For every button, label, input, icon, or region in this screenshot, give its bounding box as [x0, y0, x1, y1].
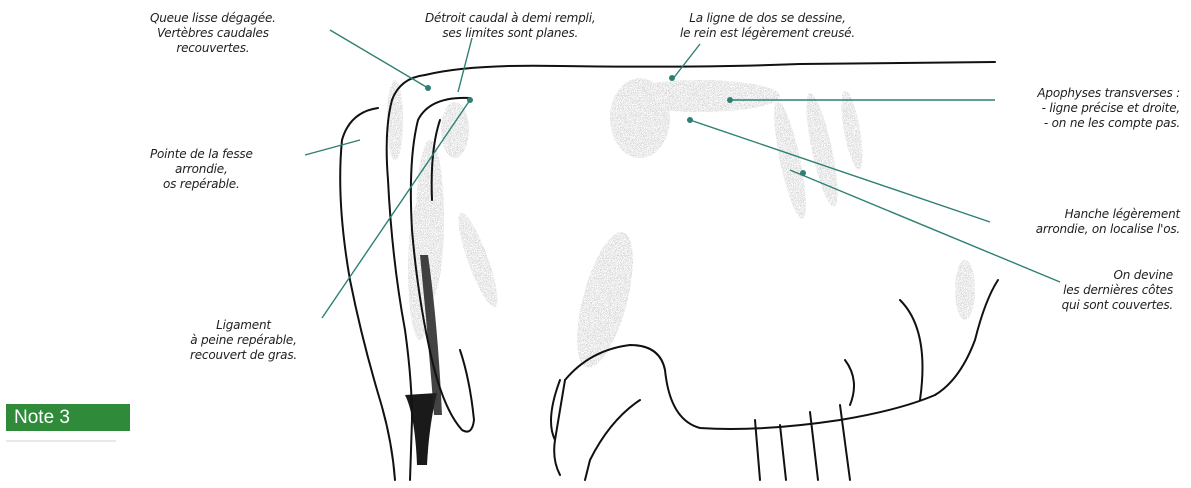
- shading: [387, 78, 975, 373]
- label-queue: Queue lisse dégagée. Vertèbres caudales …: [150, 11, 276, 56]
- back-line: [425, 62, 995, 75]
- note-badge: Note 3: [6, 404, 130, 431]
- label-ligne-dos: La ligne de dos se dessine, le rein est …: [680, 11, 855, 41]
- label-pointe: Pointe de la fesse arrondie, os repérabl…: [150, 147, 253, 192]
- front-leg-4: [840, 405, 850, 480]
- leader-pointe: [305, 140, 360, 155]
- hind-leg-inner: [585, 400, 640, 480]
- label-cotes: On devine les dernières côtes qui sont c…: [980, 268, 1173, 313]
- label-ligament: Ligament à peine repérable, recouvert de…: [190, 318, 297, 363]
- elbow: [845, 360, 854, 405]
- leader-ligne-dos: [672, 44, 700, 80]
- leader-queue: [330, 30, 428, 88]
- front-leg-2: [780, 425, 786, 480]
- label-hanche: Hanche légèrement arrondie, on localise …: [980, 207, 1180, 237]
- tail-tuft: [405, 393, 437, 465]
- shoulder: [900, 300, 923, 400]
- badge-underline: [6, 440, 116, 442]
- label-apophyses: Apophyses transverses : - ligne précise …: [980, 86, 1180, 131]
- leader-detroit: [458, 38, 472, 92]
- leader-hanche: [690, 120, 990, 222]
- label-detroit: Détroit caudal à demi rempli, ses limite…: [425, 11, 595, 41]
